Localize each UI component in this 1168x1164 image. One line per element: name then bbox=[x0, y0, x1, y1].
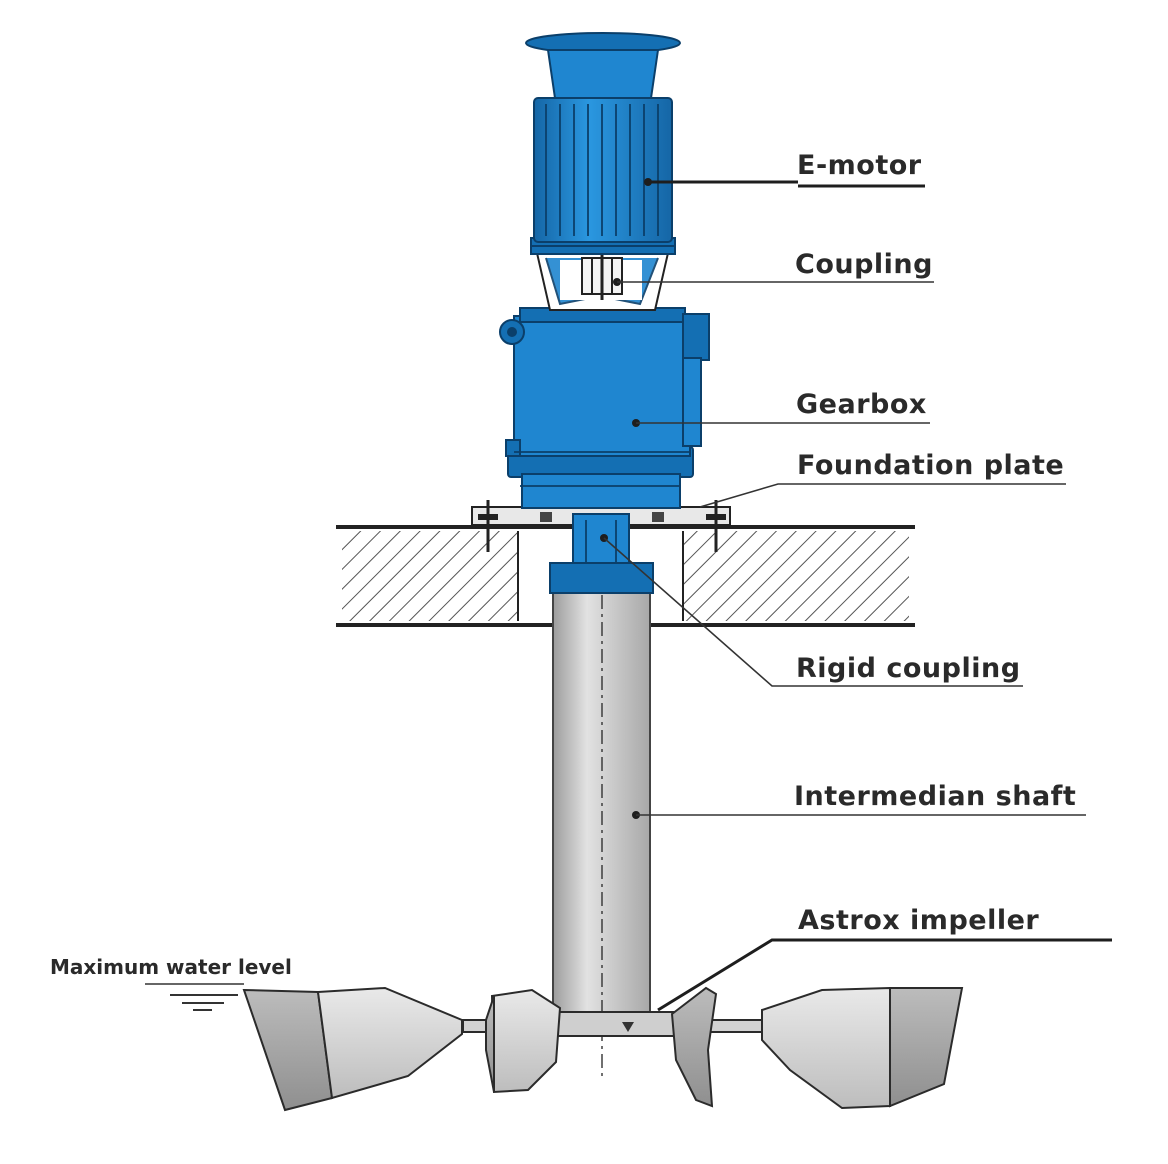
leader-lines bbox=[600, 178, 1112, 1012]
label-gearbox: Gearbox bbox=[796, 389, 927, 420]
label-rigid-coupling: Rigid coupling bbox=[796, 653, 1021, 684]
rigid-coupling bbox=[549, 513, 654, 594]
label-e-motor: E-motor bbox=[797, 150, 922, 181]
gearbox bbox=[499, 307, 710, 509]
label-coupling: Coupling bbox=[795, 249, 933, 280]
astrox-impeller bbox=[242, 986, 964, 1112]
intermedian-shaft bbox=[552, 591, 651, 1080]
label-foundation-plate: Foundation plate bbox=[797, 450, 1064, 481]
label-intermedian-shaft: Intermedian shaft bbox=[794, 781, 1076, 812]
label-maximum-water-level: Maximum water level bbox=[50, 955, 292, 979]
e-motor bbox=[525, 32, 681, 243]
water-level-symbol bbox=[145, 983, 244, 1011]
label-astrox-impeller: Astrox impeller bbox=[798, 905, 1039, 936]
motor-coupling bbox=[530, 237, 676, 311]
labels: E-motor Coupling Gearbox Foundation plat… bbox=[50, 150, 1076, 979]
